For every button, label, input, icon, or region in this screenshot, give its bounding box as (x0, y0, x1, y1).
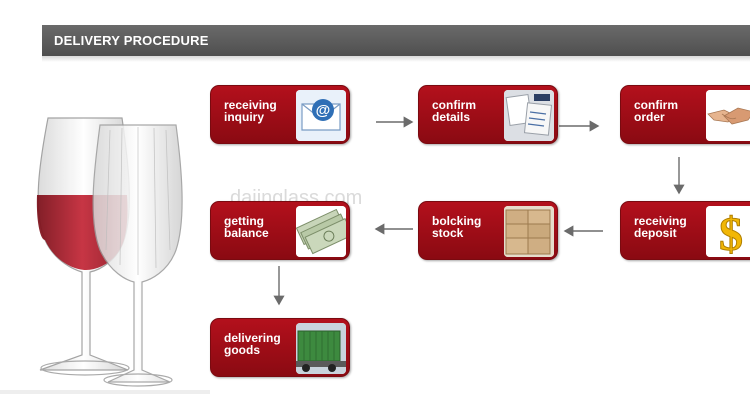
money-icon (296, 206, 346, 257)
step-label: bolcking stock (432, 214, 482, 240)
wine-glasses-image (0, 117, 210, 394)
svg-text:@: @ (316, 102, 331, 119)
step-label: delivering goods (224, 331, 281, 357)
handshake-icon (706, 90, 750, 141)
section-title: DELIVERY PROCEDURE (54, 33, 209, 48)
step-label: confirm details (432, 98, 477, 124)
step-label: receiving inquiry (224, 98, 277, 124)
email-icon: @ (296, 90, 346, 141)
truck-icon (296, 323, 346, 374)
step-getting-balance: getting balance (210, 201, 350, 260)
dollar-icon: $ (706, 206, 750, 257)
step-blocking-stock: bolcking stock (418, 201, 558, 260)
step-label: confirm order (634, 98, 679, 124)
section-header: DELIVERY PROCEDURE (42, 25, 750, 56)
svg-text:$: $ (719, 208, 743, 257)
step-receiving-deposit: receiving deposit $ (620, 201, 750, 260)
documents-icon (504, 90, 554, 141)
step-confirm-details: confirm details (418, 85, 558, 144)
step-confirm-order: confirm order (620, 85, 750, 144)
step-label: receiving deposit (634, 214, 687, 240)
boxes-icon (504, 206, 554, 257)
step-receiving-inquiry: receiving inquiry @ (210, 85, 350, 144)
step-delivering-goods: delivering goods (210, 318, 350, 377)
header-shadow (42, 56, 750, 62)
step-label: getting balance (224, 214, 269, 240)
